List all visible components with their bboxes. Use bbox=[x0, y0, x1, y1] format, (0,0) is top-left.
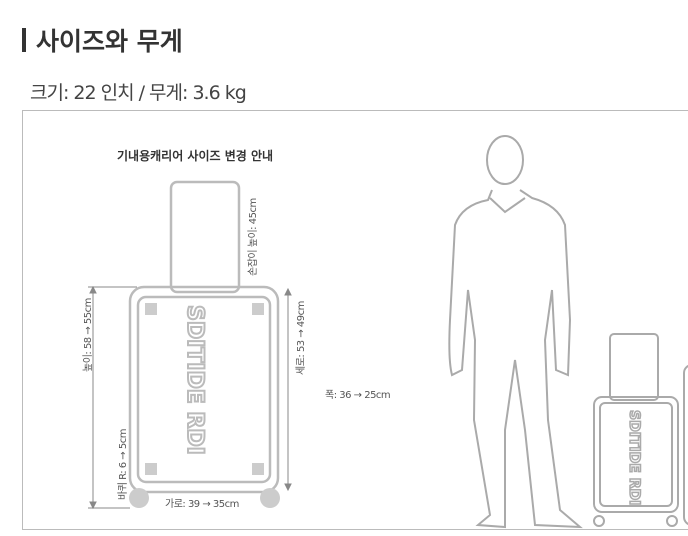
length-label: 세로: 53 → 49cm bbox=[296, 301, 307, 375]
title-bar bbox=[22, 28, 26, 52]
handle bbox=[169, 180, 241, 294]
heading-text: 사이즈와 무게 bbox=[36, 27, 183, 56]
size-weight-spec: 크기: 22 인치 / 무게: 3.6 kg bbox=[30, 82, 247, 104]
person-figure bbox=[448, 135, 583, 529]
svg-text:SDITIDE RDI: SDITIDE RDI bbox=[626, 410, 642, 505]
handle-height-label: 손잡이 높이: 45cm bbox=[248, 198, 259, 276]
depth-label: 폭: 36 → 25cm bbox=[325, 390, 391, 401]
wheel-right bbox=[260, 488, 280, 508]
guide-title: 기내용캐리어 사이즈 변경 안내 bbox=[117, 149, 274, 163]
small-suitcase bbox=[593, 333, 688, 527]
section-title: 사이즈와 무게 bbox=[22, 22, 183, 58]
size-diagram-frame bbox=[22, 110, 688, 530]
logo: SDITIDE RDI bbox=[182, 305, 207, 455]
height-label: 높이: 58 → 55cm bbox=[83, 298, 94, 372]
wheel-label: 바퀴 R: 6 → 5cm bbox=[118, 429, 129, 500]
suitcase-body bbox=[128, 285, 280, 494]
wheel-left bbox=[129, 488, 149, 508]
width-label: 가로: 39 → 35cm bbox=[165, 499, 239, 510]
